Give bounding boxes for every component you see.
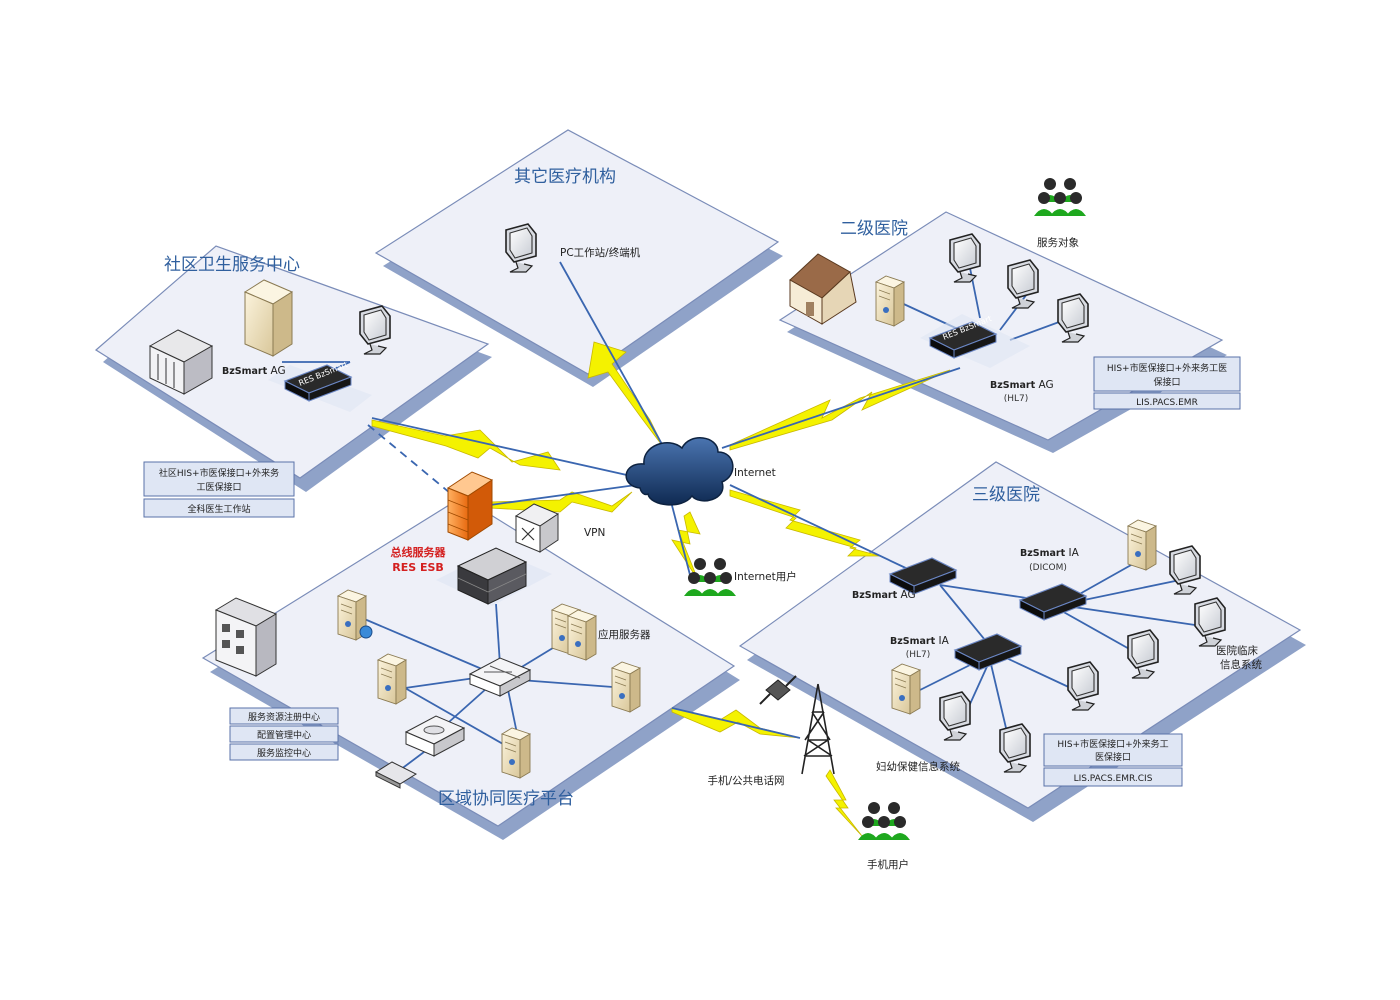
tertiary-label-box: HIS+市医保接口+外来务工 医保接口 LIS.PACS.EMR.CIS [1043, 733, 1183, 787]
regional-box-line-2: 配置管理中心 [257, 729, 311, 741]
mobile-network-label: 手机/公共电话网 [707, 774, 784, 787]
platform-secondary [778, 211, 1227, 453]
regional-label-box: 服务资源注册中心 配置管理中心 服务监控中心 [229, 707, 339, 761]
tertiary-hospital-title: 三级医院 [972, 485, 1040, 505]
community-box-line-2: 工医保接口 [196, 481, 241, 493]
internet-label: Internet [734, 467, 776, 479]
secondary-bzsmart-device-icon [920, 314, 1030, 368]
regional-box-line-1: 服务资源注册中心 [248, 711, 320, 723]
secondary-hospital-title: 二级医院 [840, 219, 908, 239]
platform-other [374, 129, 783, 387]
secondary-box-line-3: LIS.PACS.EMR [1136, 398, 1198, 408]
vpn-router-icon [514, 503, 560, 553]
regional-box-line-3: 服务监控中心 [257, 747, 311, 759]
app-servers-label: 应用服务器 [598, 628, 651, 641]
vpn-label: VPN [584, 527, 605, 539]
community-box-line-3: 全科医生工作站 [187, 503, 250, 515]
service-target-users-icon [1034, 178, 1086, 216]
clinical-system-label-2: 信息系统 [1220, 658, 1262, 671]
secondary-server-icon [875, 275, 905, 327]
tertiary-ia-hl7-label: BzSmart IA [890, 635, 950, 647]
internet-cloud [625, 437, 734, 506]
secondary-box-line-2: 保接口 [1153, 376, 1180, 388]
other-institutions-title: 其它医疗机构 [514, 167, 616, 187]
app-server-2-icon [567, 609, 597, 661]
tertiary-dicom-label: (DICOM) [1029, 563, 1067, 573]
esb-server-label: 总线服务器 [391, 545, 447, 559]
regional-server-2-icon [377, 653, 407, 705]
institution-building-icon [148, 329, 214, 395]
tertiary-hl7-label: (HL7) [906, 650, 931, 660]
secondary-label-box: HIS+市医保接口+外来务工医 保接口 LIS.PACS.EMR [1093, 356, 1241, 410]
secondary-hl7-label: (HL7) [1004, 394, 1029, 404]
community-bzsmart-label: BzSmart AG [222, 365, 286, 377]
link-mobile-users [825, 769, 863, 837]
tertiary-box-line-3: LIS.PACS.EMR.CIS [1074, 774, 1153, 784]
secondary-bzsmart-label: BzSmart AG [990, 379, 1054, 391]
community-bzsmart-device-icon [268, 364, 372, 412]
pc-terminal-label: PC工作站/终端机 [560, 246, 641, 259]
network-hub-icon [374, 761, 418, 789]
house-icon [789, 253, 857, 325]
service-targets-label: 服务对象 [1037, 236, 1079, 249]
maternal-system-label: 妇幼保健信息系统 [876, 760, 960, 773]
satellite-icon [759, 675, 797, 705]
tertiary-ia-dicom-label: BzSmart IA [1020, 547, 1080, 559]
community-box-line-1: 社区HIS+市医保接口+外来务 [159, 467, 279, 479]
community-center-title: 社区卫生服务中心 [164, 255, 300, 275]
secondary-box-line-1: HIS+市医保接口+外来务工医 [1107, 362, 1227, 374]
link-internet-users [671, 511, 701, 581]
link-community-internet [371, 419, 561, 471]
network-switch-icon [468, 657, 532, 697]
res-esb-label: RES ESB [392, 561, 444, 574]
lan-connections [282, 261, 1196, 771]
clinical-system-label-1: 医院临床 [1216, 644, 1258, 657]
firewall-icon [446, 471, 494, 541]
office-building-icon [214, 597, 278, 677]
tertiary-box-line-1: HIS+市医保接口+外来务工 [1057, 738, 1168, 750]
regional-platform-title: 区域协同医疗平台 [438, 789, 574, 809]
mobile-users-label: 手机用户 [867, 858, 909, 871]
tertiary-server-1-icon [1127, 519, 1157, 571]
tertiary-server-2-icon [891, 663, 921, 715]
storage-hub-icon [404, 715, 466, 757]
tertiary-box-line-2: 医保接口 [1095, 751, 1131, 763]
tertiary-ag-label: BzSmart AG [852, 589, 916, 601]
internet-users-label: Internet用户 [734, 570, 797, 583]
community-server-icon [243, 279, 294, 357]
esb-server-icon [436, 547, 552, 606]
community-label-box: 社区HIS+市医保接口+外来务 工医保接口 全科医生工作站 [143, 461, 295, 518]
regional-server-4-icon [501, 727, 531, 779]
regional-server-3-icon [611, 661, 641, 713]
link-tertiary-internet [729, 489, 881, 557]
regional-server-globe-icon [337, 589, 373, 641]
cell-tower-icon [801, 683, 835, 775]
mobile-users-icon [858, 802, 910, 840]
